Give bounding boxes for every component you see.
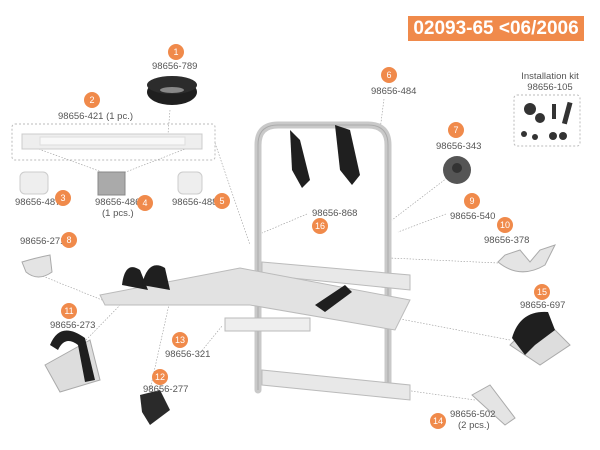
callout-11: 11 <box>61 303 77 319</box>
part-label-16: 98656-868 <box>312 208 358 219</box>
part-label-10: 98656-378 <box>484 235 530 246</box>
cap-part-8 <box>21 254 53 278</box>
callout-4: 4 <box>137 195 153 211</box>
part-label-15: 98656-697 <box>520 300 566 311</box>
end-cap-part-5 <box>177 171 203 195</box>
installation-kit-box <box>513 94 581 147</box>
part-label-13: 98656-321 <box>165 349 211 360</box>
callout-16: 16 <box>312 218 328 234</box>
part-label-3: 98656-487 <box>15 197 61 208</box>
callout-7: 7 <box>448 122 464 138</box>
callout-8: 8 <box>61 232 77 248</box>
document-title: 02093-65 <06/2006 <box>408 16 584 41</box>
callout-3: 3 <box>55 190 71 206</box>
clamp-arm-right <box>335 125 360 185</box>
knob-part-12 <box>140 390 170 425</box>
platform-rails <box>99 267 411 331</box>
lamp-bar-part-13 <box>224 317 311 332</box>
callout-2: 2 <box>84 92 100 108</box>
part-label-5: 98656-488 <box>172 197 218 208</box>
callout-15: 15 <box>534 284 550 300</box>
installation-kit-hardware <box>521 101 573 140</box>
holder-part-10 <box>497 244 556 273</box>
end-piece-part-14 <box>471 384 516 426</box>
callout-9: 9 <box>464 193 480 209</box>
rail-group-box <box>11 123 216 161</box>
callout-14: 14 <box>430 413 446 429</box>
clamp-arm-left <box>290 130 310 188</box>
part-label-2: 98656-421 (1 pc.) <box>58 111 133 122</box>
plate-part-4 <box>97 171 126 196</box>
callout-6: 6 <box>381 67 397 83</box>
part-qty-4: (1 pcs.) <box>102 208 134 219</box>
part-label-11: 98656-273 <box>50 320 96 331</box>
part-label-8: 98656-271 <box>20 236 66 247</box>
callout-12: 12 <box>152 369 168 385</box>
callout-10: 10 <box>497 217 513 233</box>
callout-5: 5 <box>214 193 230 209</box>
end-cap-part-3 <box>19 171 49 195</box>
leader-lines <box>35 98 511 401</box>
callout-1: 1 <box>168 44 184 60</box>
part-label-6: 98656-484 <box>371 86 417 97</box>
part-label-1: 98656-789 <box>152 61 198 72</box>
callout-13: 13 <box>172 332 188 348</box>
part-qty-14: (2 pcs.) <box>458 420 490 431</box>
part-label-14: 98656-502 <box>450 409 496 420</box>
part-label-7: 98656-343 <box>436 141 482 152</box>
installation-kit-part: 98656-105 <box>527 82 573 93</box>
bike-rack-frame <box>254 121 392 394</box>
wheel-holder-part-11 <box>44 339 101 393</box>
part-label-4: 98656-486 <box>95 197 141 208</box>
part-label-9: 98656-540 <box>450 211 496 222</box>
part-label-12: 98656-277 <box>143 384 189 395</box>
installation-kit-label: Installation kit <box>521 71 579 82</box>
